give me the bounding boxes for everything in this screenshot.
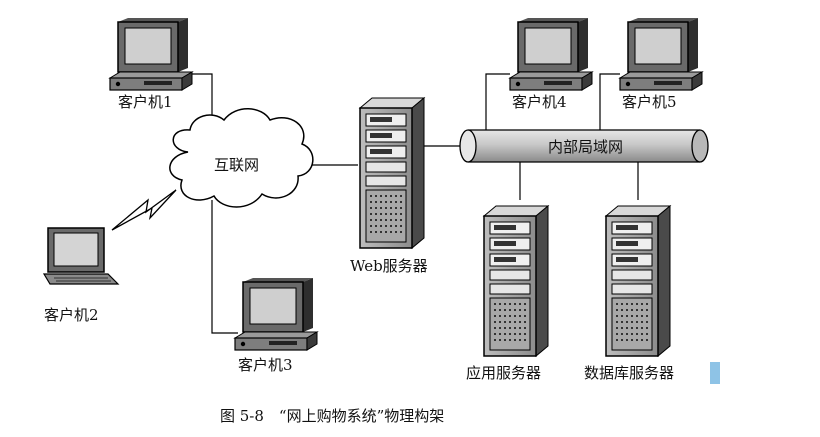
label-client4: 客户机4 [512,93,567,111]
line-client4-lan [485,73,510,130]
client2-laptop-icon [43,227,119,285]
line-client3-internet [211,200,238,334]
client1-computer-icon [109,17,193,91]
label-lan: 内部局域网 [548,138,623,156]
label-db-server: 数据库服务器 [584,364,674,382]
web-server-icon [359,97,425,249]
label-client3: 客户机3 [238,356,293,374]
app-server-icon [483,205,549,357]
label-client2: 客户机2 [44,306,99,324]
lan-pipe [459,129,709,163]
internet-cloud-icon [169,108,314,208]
blue-marker [710,362,720,384]
label-client1: 客户机1 [118,93,173,111]
figure-caption: 图 5-8 “网上购物系统”物理构架 [220,407,444,425]
label-internet: 互联网 [214,156,259,174]
client3-computer-icon [234,277,318,351]
db-server-icon [605,205,671,357]
label-client5: 客户机5 [622,93,677,111]
line-client5-lan [599,73,620,130]
client5-computer-icon [619,17,703,91]
label-app-server: 应用服务器 [466,364,541,382]
wireless-lightning-icon [111,189,177,231]
label-web-server: Web服务器 [350,257,428,275]
client4-computer-icon [509,17,593,91]
